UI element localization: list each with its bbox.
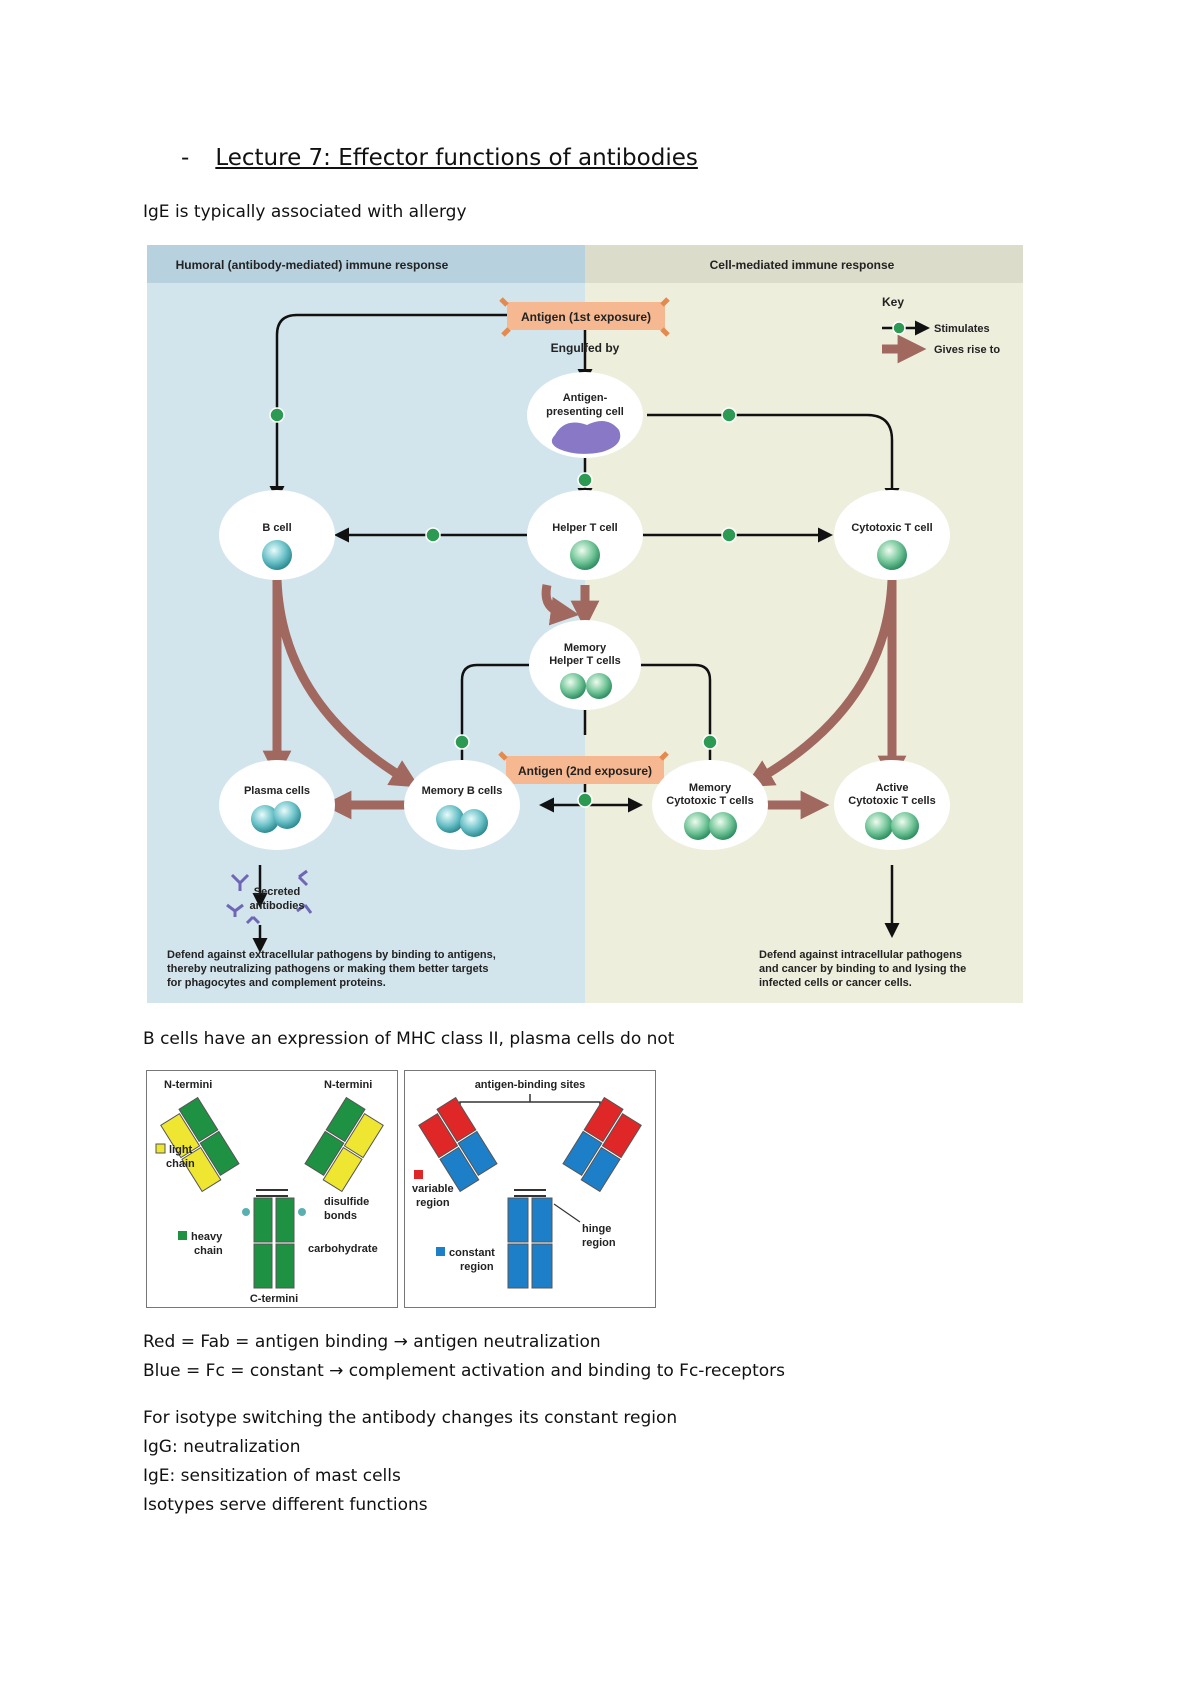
carbohydrate-label: carbohydrate [308, 1243, 378, 1255]
variable-region-label: variable [412, 1183, 454, 1195]
memory-b-cells: Memory B cells [404, 760, 520, 850]
svg-text:Memory: Memory [689, 782, 732, 794]
b-cell: B cell [219, 490, 335, 580]
svg-text:Cytotoxic T cell: Cytotoxic T cell [851, 522, 932, 534]
svg-text:and cancer by binding to and l: and cancer by binding to and lysing the [759, 963, 966, 975]
note-isotypes: Isotypes serve different functions [143, 1495, 428, 1515]
plasma-cells: Plasma cells [219, 760, 335, 850]
svg-text:Plasma cells: Plasma cells [244, 785, 310, 797]
svg-text:Active: Active [875, 782, 908, 794]
heading-bullet: - [181, 145, 190, 171]
svg-text:Helper T cell: Helper T cell [552, 522, 617, 534]
svg-text:antibodies: antibodies [249, 900, 304, 912]
svg-text:Helper T cells: Helper T cells [549, 655, 621, 667]
antigen-2nd-exposure: Antigen (2nd exposure) [498, 751, 669, 784]
svg-text:presenting cell: presenting cell [546, 406, 624, 418]
memory-cytotoxic-t-cells: Memory Cytotoxic T cells [652, 760, 768, 850]
key-title: Key [882, 295, 904, 309]
defend-intracellular-text: Defend against intracellular pathogens a… [759, 949, 966, 989]
svg-text:Defend against intracellular p: Defend against intracellular pathogens [759, 949, 962, 961]
humoral-header: Humoral (antibody-mediated) immune respo… [176, 258, 449, 272]
cell-mediated-panel [585, 245, 1023, 1003]
disulfide-label-2: bonds [324, 1210, 357, 1222]
helper-t-cell: Helper T cell [527, 490, 643, 580]
variable-region-label-2: region [416, 1197, 450, 1209]
memory-helper-t-cells: Memory Helper T cells [529, 620, 641, 710]
mhc-text: B cells have an expression of MHC class … [143, 1029, 675, 1049]
svg-text:Antigen (1st exposure): Antigen (1st exposure) [521, 310, 651, 324]
key-stimulates: Stimulates [934, 323, 990, 335]
engulfed-label: Engulfed by [551, 341, 620, 355]
n-termini-left-label: N-termini [164, 1079, 212, 1091]
constant-region-label: constant [449, 1247, 495, 1259]
fab-fc-notes: Red = Fab = antigen binding → antigen ne… [143, 1328, 785, 1386]
hinge-region-label-2: region [582, 1237, 616, 1249]
antibody-chains-diagram: N-termini N-termini light chain disulfid… [146, 1070, 398, 1308]
antigen-presenting-cell: Antigen- presenting cell [527, 372, 643, 458]
svg-text:B cell: B cell [262, 522, 291, 534]
note-ige: IgE: sensitization of mast cells [143, 1466, 401, 1486]
antibody-regions-diagram: antigen-binding sites variable region co… [404, 1070, 656, 1308]
svg-text:infected cells or cancer cells: infected cells or cancer cells. [759, 977, 912, 989]
light-chain-label-2: chain [166, 1158, 195, 1170]
cell-mediated-header: Cell-mediated immune response [710, 258, 895, 272]
svg-text:Cytotoxic T cells: Cytotoxic T cells [848, 795, 935, 807]
svg-text:thereby neutralizing pathogens: thereby neutralizing pathogens or making… [167, 963, 489, 975]
svg-text:Defend against extracellular p: Defend against extracellular pathogens b… [167, 949, 496, 961]
heading-title: Lecture 7: Effector functions of antibod… [215, 145, 698, 171]
svg-text:Secreted: Secreted [254, 886, 300, 898]
binding-sites-label: antigen-binding sites [475, 1079, 586, 1091]
key-gives-rise: Gives rise to [934, 344, 1000, 356]
disulfide-label: disulfide [324, 1196, 369, 1208]
secreted-antibodies: Secreted antibodies [226, 869, 313, 925]
intro-text: IgE is typically associated with allergy [143, 202, 467, 222]
light-chain-swatch [155, 1143, 166, 1154]
svg-text:Cytotoxic T cells: Cytotoxic T cells [666, 795, 753, 807]
heavy-chain-label: heavy [191, 1231, 223, 1243]
stimulates-icon [892, 321, 906, 335]
n-termini-right-label: N-termini [324, 1079, 372, 1091]
constant-region-swatch [436, 1247, 445, 1256]
note-igg: IgG: neutralization [143, 1437, 301, 1457]
note-fc: Blue = Fc = constant → complement activa… [143, 1361, 786, 1381]
hinge-region-label: hinge [582, 1223, 611, 1235]
svg-text:Memory: Memory [564, 642, 607, 654]
active-cytotoxic-t-cells: Active Cytotoxic T cells [834, 760, 950, 850]
immune-response-diagram: Humoral (antibody-mediated) immune respo… [147, 245, 1023, 1003]
constant-region-label-2: region [460, 1261, 494, 1273]
note-fab: Red = Fab = antigen binding → antigen ne… [143, 1332, 601, 1352]
lecture-heading: -Lecture 7: Effector functions of antibo… [181, 145, 698, 171]
svg-text:Memory B cells: Memory B cells [422, 785, 503, 797]
svg-text:Antigen (2nd exposure): Antigen (2nd exposure) [518, 764, 652, 778]
heavy-chain-label-2: chain [194, 1245, 223, 1257]
c-termini-label: C-termini [250, 1293, 298, 1305]
defend-extracellular-text: Defend against extracellular pathogens b… [167, 949, 496, 989]
antigen-1st-exposure: Antigen (1st exposure) [499, 297, 670, 337]
note-isotype-switching: For isotype switching the antibody chang… [143, 1408, 678, 1428]
svg-text:Antigen-: Antigen- [563, 392, 608, 404]
humoral-panel [147, 245, 585, 1003]
isotype-notes: For isotype switching the antibody chang… [143, 1404, 677, 1520]
light-chain-label: light [169, 1144, 193, 1156]
svg-text:for phagocytes and complement: for phagocytes and complement proteins. [167, 977, 386, 989]
cytotoxic-t-cell: Cytotoxic T cell [834, 490, 950, 580]
heavy-chain-swatch [178, 1231, 187, 1240]
variable-region-swatch [414, 1170, 423, 1179]
